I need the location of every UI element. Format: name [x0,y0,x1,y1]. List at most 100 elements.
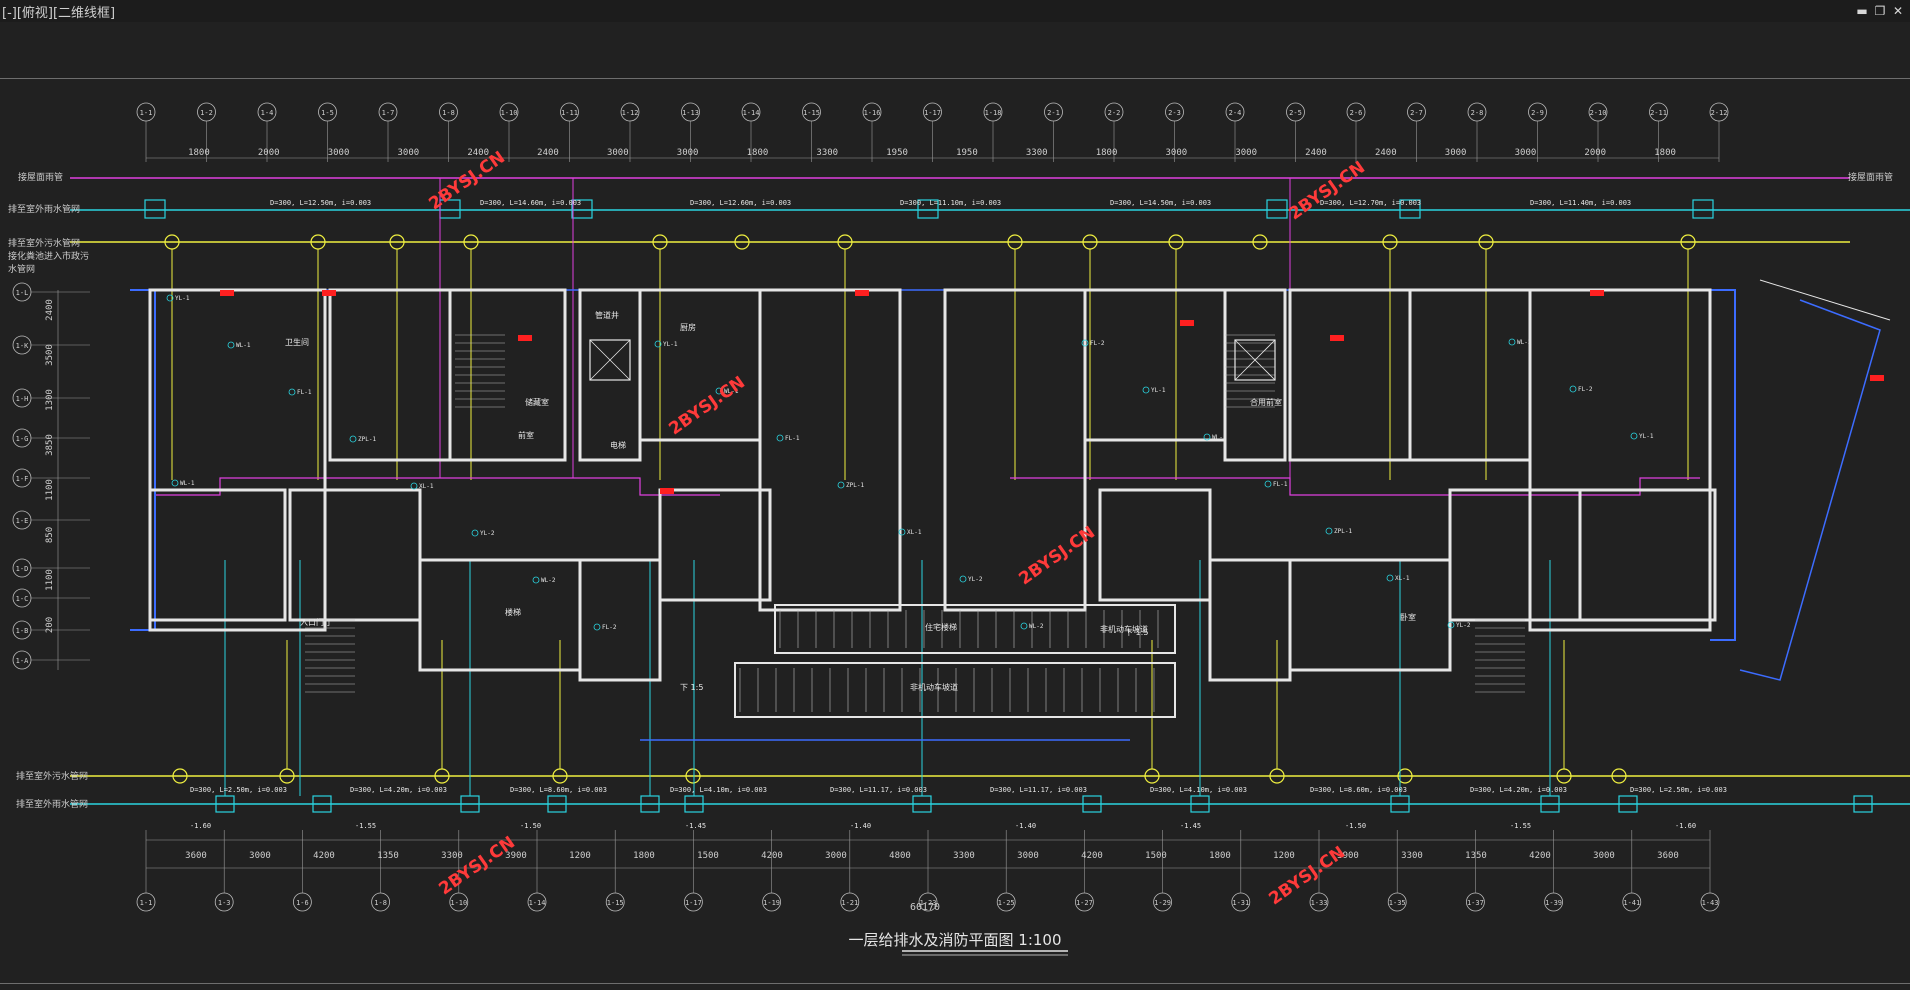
dim-label-bottom: 3300 [953,851,975,861]
pipe-riser-dot [1569,385,1577,393]
pipe-tag: XL-1 [1395,575,1410,582]
axis-bubble-bottom [1622,892,1642,912]
axis-label-top: 1-18 [985,109,1002,117]
dim-label-bottom: 1350 [377,851,399,861]
wall-outline [1098,488,1212,602]
dim-label-top: 3000 [1166,148,1188,158]
room-label: 前室 [518,430,534,440]
axis-label-bottom: 1-35 [1389,899,1406,907]
axis-bubble-bottom [840,892,860,912]
dim-label-bottom: 1800 [1209,851,1231,861]
axis-bubble-bottom [996,892,1016,912]
axis-bubble-top [1165,102,1184,122]
pipe-riser-dot [1508,338,1516,346]
pipe-tag: XL-1 [419,483,434,490]
wall-outline [658,488,772,602]
pipe-tag: ZPL-1 [846,482,864,489]
axis-bubble-bottom [371,892,391,912]
viewport-border-bottom [0,983,1910,984]
axis-label-top: 1-4 [261,109,274,117]
axis-label-top: 1-7 [382,109,395,117]
axis-bubble-top [1588,102,1608,122]
axis-bubble-top [318,102,337,122]
elevation-bottom: -1.60 [1675,822,1696,830]
dim-label-bottom: 3000 [1593,851,1615,861]
axis-bubble-top [197,102,216,122]
pipe-spec-top: D=300, L=14.60m, i=0.003 [480,199,581,207]
axis-bubble-bottom [1309,892,1329,912]
annex-wall [1759,279,1891,321]
pipe-spec-bottom: D=300, L=4.20m, i=0.003 [350,786,447,794]
pipe-riser-dot [715,387,723,395]
dim-label-top: 3000 [328,148,350,158]
pipe-label-rain-left: 接屋面雨管 [18,171,63,183]
wall-outline [418,558,582,672]
wall-outline [1288,558,1452,672]
axis-bubble-top [983,102,1003,122]
manhole-bottom [1611,768,1627,784]
dim-label-top: 1950 [886,148,908,158]
axis-bubble-top [1407,102,1426,122]
room-label: 厨房 [680,322,696,332]
elevation-bottom: -1.40 [1015,822,1036,830]
axis-label-top: 2-8 [1471,109,1484,117]
pipe-riser-dot [288,388,296,396]
pipe-tag: FL-1 [1273,481,1288,488]
elevation-bottom: -1.55 [355,822,376,830]
inspection-well-top [1399,199,1421,219]
axis-bubble-top [620,102,640,122]
pipe-tag: FL-2 [602,624,617,631]
pipe-spec-top: D=300, L=11.40m, i=0.003 [1530,199,1631,207]
elevator-cross [589,339,631,381]
elevation-bottom: -1.55 [1510,822,1531,830]
pipe-tag: YL-2 [968,576,983,583]
dim-label-bottom: 4200 [1081,851,1103,861]
pipe-spec-top: D=300, L=12.70m, i=0.003 [1320,199,1421,207]
pipe-riser-dot [410,482,418,490]
close-icon[interactable]: ✕ [1892,4,1904,18]
axis-label-top: 1-16 [864,109,881,117]
pipe-spec-bottom: D=300, L=8.60m, i=0.003 [1310,786,1407,794]
viewport-header: [-][俯视][二维线框] ▬ ❐ ✕ [0,0,1910,22]
inspection-well-bottom [547,795,567,813]
wall-outline [1448,488,1582,622]
dim-label-top: 3000 [607,148,629,158]
axis-label-left: 1-K [16,342,29,350]
pipe-tag: YL-2 [1456,622,1471,629]
dim-label-left: 2400 [45,299,55,321]
manhole-bottom [172,768,188,784]
axis-label-bottom: 1-10 [450,899,467,907]
minimize-icon[interactable]: ▬ [1856,4,1868,18]
axis-label-bottom: 1-43 [1702,899,1719,907]
fire-hydrant [1870,375,1884,381]
axis-label-bottom: 1-8 [374,899,387,907]
axis-bubble-top [802,102,821,122]
fire-hydrant [322,290,336,296]
view-mode-label[interactable]: [-][俯视][二维线框] [2,6,116,21]
axis-bubble-top [923,102,942,122]
pipe-spec-bottom: D=300, L=2.50m, i=0.003 [190,786,287,794]
manhole-bottom [685,768,701,784]
elevator-shaft [589,339,631,381]
left-axis-grid: 1-L1-K1-H1-G1-F1-E1-D1-C1-B1-A2400350013… [12,282,90,670]
pipe-tag: ZPL-1 [1334,528,1352,535]
pipe-spec-bottom: D=300, L=8.60m, i=0.003 [510,786,607,794]
axis-bubble-top [1467,102,1487,122]
wall-outline [1528,288,1712,632]
pipe-label-sewage-left-1: 排至室外污水管网 [8,237,80,249]
axis-label-left: 1-H [16,395,29,403]
restore-icon[interactable]: ❐ [1874,4,1886,18]
pipe-riser-dot [593,623,601,631]
axis-bubble-bottom [1075,892,1094,912]
pipe-label-rain-right: 接屋面雨管 [1848,171,1893,183]
axis-label-top: 2-5 [1289,109,1302,117]
axis-bubble-top [1104,102,1124,122]
wall-outline [1408,288,1532,462]
axis-label-bottom: 1-23 [920,899,937,907]
